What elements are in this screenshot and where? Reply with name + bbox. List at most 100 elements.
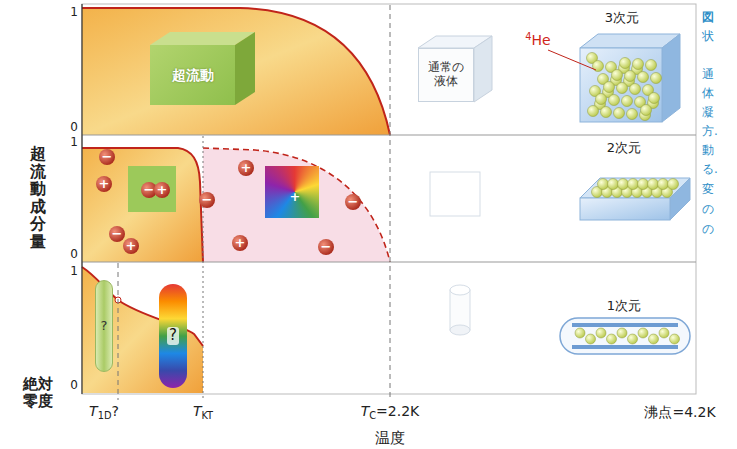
tkt-marker [203, 136, 204, 400]
helium-atom [648, 179, 659, 190]
superfluid-cylinder: ? [95, 280, 113, 372]
helium-atom [596, 328, 606, 338]
normal-cylinder [450, 290, 470, 330]
vortex-sign: + [235, 236, 246, 250]
helium-atom [618, 179, 629, 190]
helium-atom [609, 95, 620, 106]
tube-wall [572, 345, 678, 349]
helium-atom [649, 93, 660, 104]
axis-label: 2次元 [607, 141, 641, 155]
tc-marker [390, 5, 391, 400]
superfluid-region-1d [82, 267, 203, 393]
helium-atom [593, 61, 604, 72]
vortex-sign: − [112, 227, 123, 241]
caption-fragment: 図 [702, 11, 714, 24]
kt-region-2d [203, 148, 390, 262]
fraction-curve-2d [82, 148, 203, 262]
vortex-sign: + [126, 239, 137, 253]
helium-atom [586, 334, 596, 344]
caption-fragment: 通 [702, 68, 714, 81]
helium-atom [625, 71, 636, 82]
caption-fragment: 方. [702, 125, 718, 138]
vortex-sign: − [321, 240, 332, 254]
caption-fragment: る. [702, 163, 718, 176]
helium-atom [668, 179, 679, 190]
vortex-sign: − [144, 183, 155, 197]
t1d-marker [118, 263, 119, 400]
node-text: 通常の 液体 [427, 61, 465, 89]
axis-tick: 0 [70, 379, 78, 392]
helium-atom [628, 179, 639, 190]
tube-outer [560, 318, 690, 354]
phase-cylinder: ? [159, 284, 187, 388]
superfluid-region-2d [82, 148, 203, 262]
normal-square-2d [430, 172, 480, 216]
axis-label: TC=2.2K [361, 404, 420, 421]
helium-atom [601, 107, 612, 118]
caption-fragment: 動 [702, 144, 714, 157]
helium-atom [588, 106, 599, 117]
axis-label: 絶対 零度 [22, 376, 55, 409]
axis-tick: 0 [70, 121, 78, 134]
axis-tick: 1 [70, 265, 78, 278]
panel-divider [82, 135, 696, 136]
cube-side [235, 32, 255, 105]
helium-atom [622, 96, 633, 107]
helium-atoms-2d [592, 179, 679, 198]
helium-atom [646, 60, 657, 71]
vortex [99, 149, 115, 165]
vortex [123, 238, 139, 254]
slab-front [580, 198, 670, 220]
helium-atom [651, 73, 662, 84]
vortex [232, 235, 248, 251]
vortex [318, 239, 334, 255]
helium-atom [575, 328, 585, 338]
node-text: ? [167, 327, 179, 344]
axis-label: 沸点=4.2K [644, 405, 715, 420]
caption-fragment: 凝 [702, 106, 714, 119]
helium-atom [617, 83, 628, 94]
vortex-circles [96, 149, 361, 255]
caption-fragment: の [702, 203, 714, 216]
vortex-sign: + [290, 190, 301, 204]
helium-atom [607, 334, 617, 344]
helium-atom [608, 179, 619, 190]
axis-tick: 1 [70, 136, 78, 149]
vortex [109, 226, 125, 242]
helium-atom [596, 94, 607, 105]
node-text: 超流動 [172, 67, 214, 83]
vortex-sign: + [157, 183, 168, 197]
node-text: ? [101, 319, 108, 334]
helium-atom [641, 105, 652, 116]
vortex-sign: + [99, 177, 110, 191]
helium-atoms-3d [587, 53, 662, 121]
vortex [199, 192, 215, 208]
box-front [580, 48, 662, 122]
superfluid-region-3d [82, 8, 390, 135]
axis-label: 温度 [375, 430, 405, 447]
axis-label: 超流動成分量 [30, 145, 46, 251]
vortex-sign: − [348, 195, 359, 209]
helium-atoms-1d [575, 328, 680, 344]
normal-liquid-cube: 通常の 液体 [418, 48, 474, 102]
dashed-curve-2d [203, 148, 390, 262]
helium-atom [620, 58, 631, 69]
helium-atom [612, 70, 623, 81]
helium-atom [628, 334, 638, 344]
vortex [238, 160, 254, 176]
helium-atom [627, 109, 638, 120]
helium-atom [670, 334, 680, 344]
superfluid-cube: 超流動 [150, 45, 235, 105]
he-leader [548, 50, 596, 70]
axis-label: T1D? [89, 404, 119, 421]
normal-cylinder-bottom [450, 325, 470, 335]
helium-atom [649, 334, 659, 344]
plot-frame [82, 4, 696, 394]
superfluid-square-2d [128, 166, 176, 212]
y-axis [81, 4, 82, 394]
axis-label: TKT [193, 404, 213, 421]
vortex-sign: − [202, 193, 213, 207]
vortex-sign: + [241, 161, 252, 175]
panel-divider [82, 262, 696, 263]
